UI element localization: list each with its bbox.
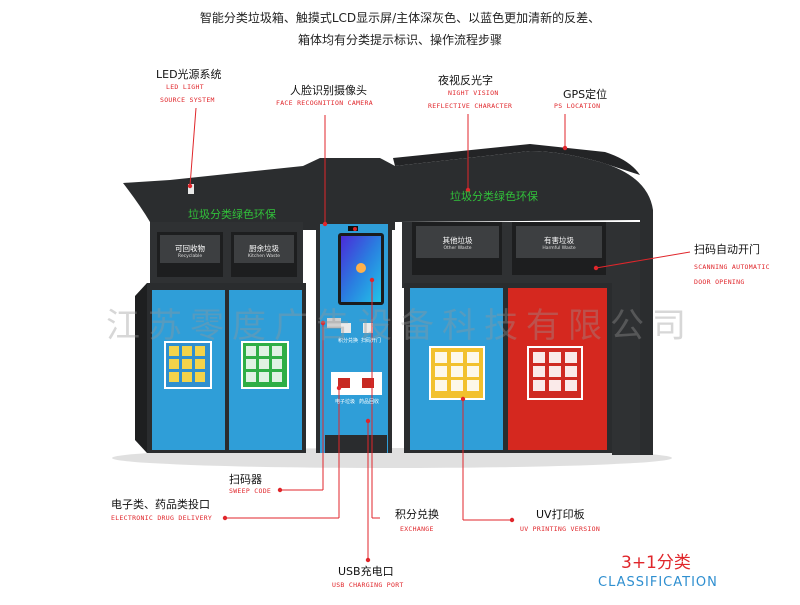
callout-scanner-cn: 扫码器 [229,473,262,486]
callout-night-en1: NIGHT VISION [448,89,499,97]
header-line-1: 智能分类垃圾箱、触摸式LCD显示屏/主体深灰色、以蓝色更加清新的反差、 [199,11,601,25]
center-exchange-label: 积分兑换 [338,338,359,344]
left-banner: 垃圾分类绿色环保 [188,208,276,221]
callout-face-cn: 人脸识别摄像头 [290,84,367,97]
callout-scanner-en: SWEEP CODE [229,487,272,495]
callout-drug-cn: 电子类、药品类投口 [111,498,210,511]
header-line-2: 箱体均有分类提示标识、操作流程步骤 [297,33,502,47]
classification-en: CLASSIFICATION [598,575,718,590]
callout-led-cn: LED光源系统 [156,68,222,81]
callout-led-en1: LED LIGHT [166,83,204,91]
callout-drug-en: ELECTRONIC DRUG DELIVERY [111,514,213,522]
callout-gps-cn: GPS定位 [563,88,608,101]
right-banner: 垃圾分类绿色环保 [450,190,538,203]
slot-electronic-label: 电子垃圾 [335,399,356,405]
callout-scandoor-en2: DOOR OPENING [694,278,745,286]
callout-usb-cn: USB充电口 [338,565,394,578]
callout-night-cn: 夜视反光字 [438,74,493,87]
callout-uv-cn: UV打印板 [536,508,585,521]
callout-gps-en: PS LOCATION [554,102,601,110]
slot-drug-label: 药品回收 [359,399,380,405]
callout-usb-en: USB CHARGING PORT [332,581,404,589]
callout-scandoor-cn: 扫码自动开门 [694,243,760,256]
center-scan-label: 扫码开门 [361,338,382,344]
company-watermark: 江苏零度广告设备科技有限公司 [106,306,694,346]
classification-cn: 3+1分类 [621,553,691,573]
callout-exchange-cn: 积分兑换 [395,508,439,521]
callout-scandoor-en1: SCANNING AUTOMATIC [694,263,770,271]
callout-exchange-en: EXCHANGE [400,525,434,533]
callout-night-en2: REFLECTIVE CHARACTER [428,102,513,110]
callout-led-en2: SOURCE SYSTEM [160,96,215,104]
callout-uv-en: UV PRINTING VERSION [520,525,601,533]
callout-face-en: FACE RECOGNITION CAMERA [276,99,373,107]
